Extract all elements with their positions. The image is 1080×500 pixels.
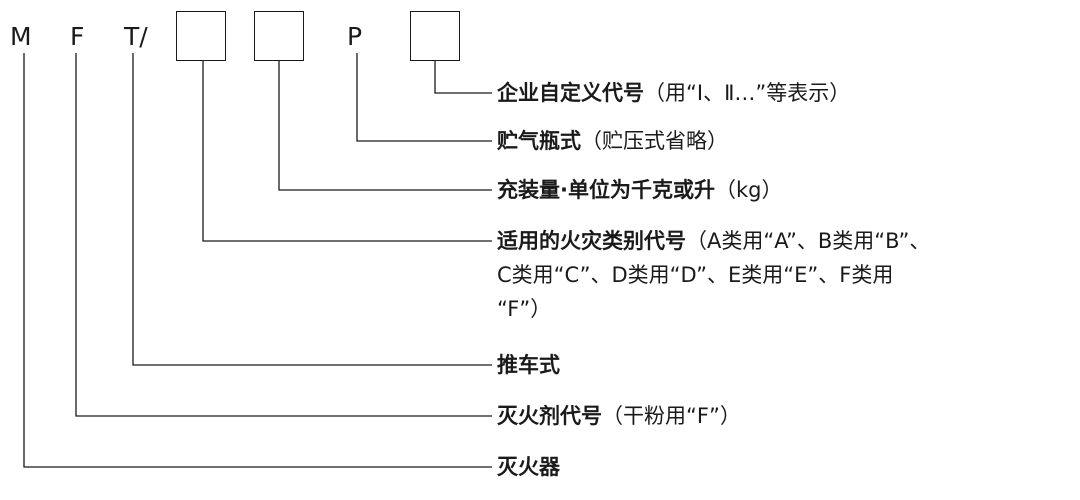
charge-box (254, 11, 304, 61)
label-charge-amount: 充装量·单位为千克或升（kg） (497, 178, 783, 202)
connector-extinguisher (23, 53, 492, 468)
connector-fire-class (202, 61, 492, 242)
enterprise-code-box (410, 11, 460, 61)
connector-cylinder (356, 53, 492, 142)
connector-agent (75, 53, 492, 417)
code-letter-f: F (70, 22, 85, 51)
label-fire-class-line2: C类用“C”、D类用“D”、E类用“E”、F类用 (497, 263, 894, 287)
connector-cart (132, 53, 492, 366)
fire-class-box (176, 11, 226, 61)
label-fire-class-line3: “F”） (497, 297, 552, 321)
label-cylinder-type: 贮气瓶式（贮压式省略） (497, 129, 728, 153)
connector-charge (278, 61, 492, 191)
label-fire-class: 适用的火灾类别代号（A类用“A”、B类用“B”、 (497, 229, 931, 253)
label-enterprise-code: 企业自定义代号（用“Ⅰ、Ⅱ…”等表示） (497, 81, 851, 105)
connector-enterprise (434, 61, 492, 94)
label-agent-code: 灭火剂代号（干粉用“F”） (497, 404, 741, 428)
code-letter-t-slash: T/ (124, 22, 148, 51)
label-extinguisher: 灭火器 (497, 455, 560, 479)
code-letter-p: P (347, 22, 363, 51)
code-letter-m: M (10, 22, 32, 51)
label-cart-type: 推车式 (497, 353, 560, 377)
